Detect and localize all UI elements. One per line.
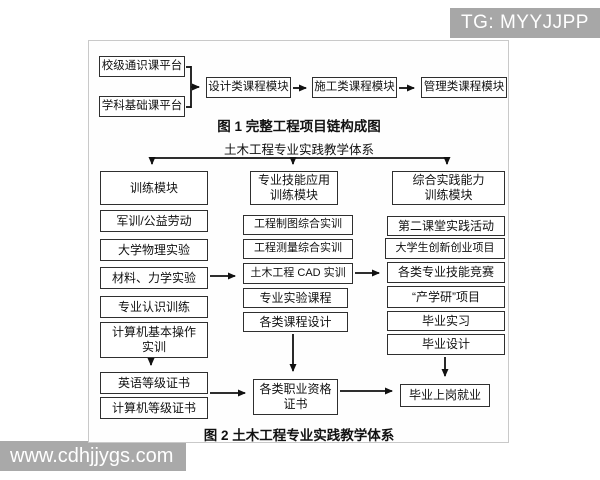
vocational-certificates-box: 各类职业资格 证书 [253,379,338,415]
design-courses-module-box: 设计类课程模块 [206,77,291,98]
figure1-caption: 图 1 完整工程项目链构成图 [217,119,381,134]
professional-cognition-training-box: 专业认识训练 [100,296,208,318]
graduation-design-box: 毕业设计 [387,334,505,355]
skills-competitions-box: 各类专业技能竞赛 [387,262,505,283]
professional-experiment-courses-box: 专业实验课程 [243,288,348,308]
computer-basic-operation-box: 计算机基本操作 实训 [100,322,208,358]
discipline-basic-courses-box: 学科基础课平台 [99,96,185,117]
civil-cad-training-box: 土木工程 CAD 实训 [243,263,353,284]
course-design-box: 各类课程设计 [243,312,348,332]
english-certificate-box: 英语等级证书 [100,372,208,394]
professional-skills-module-header-box: 专业技能应用 训练模块 [250,171,338,205]
computer-certificate-box: 计算机等级证书 [100,397,208,419]
school-general-courses-box: 校级通识课平台 [99,56,185,77]
site-watermark: www.cdhjjygs.com [0,441,186,471]
military-training-box: 军训/公益劳动 [100,210,208,232]
training-module-header-box: 训练模块 [100,171,208,205]
innovation-entrepreneurship-projects-box: 大学生创新创业项目 [385,238,505,259]
engineering-drawing-training-box: 工程制图综合实训 [243,215,353,235]
engineering-survey-training-box: 工程测量综合实训 [243,239,353,259]
construction-courses-module-box: 施工类课程模块 [312,77,397,98]
comprehensive-practice-module-header-box: 综合实践能力 训练模块 [392,171,505,205]
materials-mechanics-lab-box: 材料、力学实验 [100,267,208,289]
management-courses-module-box: 管理类课程模块 [421,77,507,98]
industry-academia-research-projects-box: “产学研”项目 [387,286,505,308]
university-physics-lab-box: 大学物理实验 [100,239,208,261]
figure2-title: 土木工程专业实践教学体系 [223,143,374,157]
figure2-caption: 图 2 土木工程专业实践教学体系 [203,428,395,443]
employment-box: 毕业上岗就业 [400,384,490,407]
graduation-internship-box: 毕业实习 [387,311,505,331]
tg-watermark: TG: MYYJJPP [450,8,600,38]
second-classroom-activities-box: 第二课堂实践活动 [387,216,505,236]
